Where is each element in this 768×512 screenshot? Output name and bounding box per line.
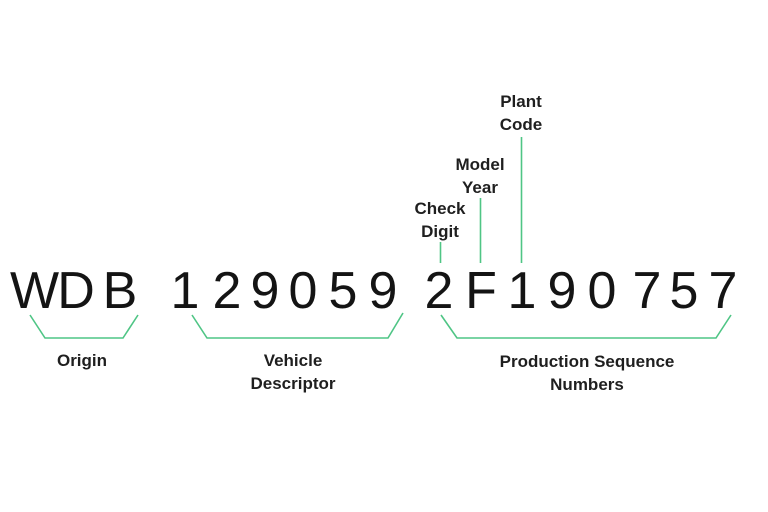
production-sequence-label: Production Sequence Numbers [477,350,697,396]
plant-code-label-line1: Plant [500,92,542,111]
vin-char-4: 1 [170,262,200,320]
origin-label-line1: Origin [56,351,108,370]
model-year-label: Model Year [400,153,560,199]
vin-char-17: 7 [708,262,738,320]
vin-char-7: 0 [288,262,318,320]
model-year-label-line2: Year [462,178,498,197]
plant-code-label-line2: Code [499,115,543,134]
vehicle-descriptor-label: Vehicle Descriptor [213,349,373,395]
vin-char-5: 2 [212,262,242,320]
vin-char-10: 2 [424,262,454,320]
vin-char-16: 5 [669,262,699,320]
vin-char-13: 9 [547,262,577,320]
check-digit-label: Check Digit [360,197,520,243]
check-digit-label-line2: Digit [421,222,459,241]
vin-char-14: 0 [587,262,617,320]
vin-char-2: D [57,262,95,320]
vin-char-9: 9 [368,262,398,320]
vin-char-15: 7 [632,262,662,320]
vin-char-11: F [465,262,497,320]
vin-char-6: 9 [250,262,280,320]
origin-label: Origin [2,349,162,372]
production-sequence-label-line1: Production Sequence [499,352,675,371]
vin-char-3: B [102,262,138,320]
vehicle-descriptor-label-line2: Descriptor [250,374,336,393]
check-digit-label-line1: Check [414,199,466,218]
model-year-label-line1: Model [455,155,505,174]
vin-char-12: 1 [507,262,537,320]
vin-char-1: W [10,262,60,320]
plant-code-label: Plant Code [441,90,601,136]
vehicle-descriptor-label-line1: Vehicle [263,351,323,370]
vin-char-8: 5 [328,262,358,320]
production-sequence-label-line2: Numbers [550,375,624,394]
